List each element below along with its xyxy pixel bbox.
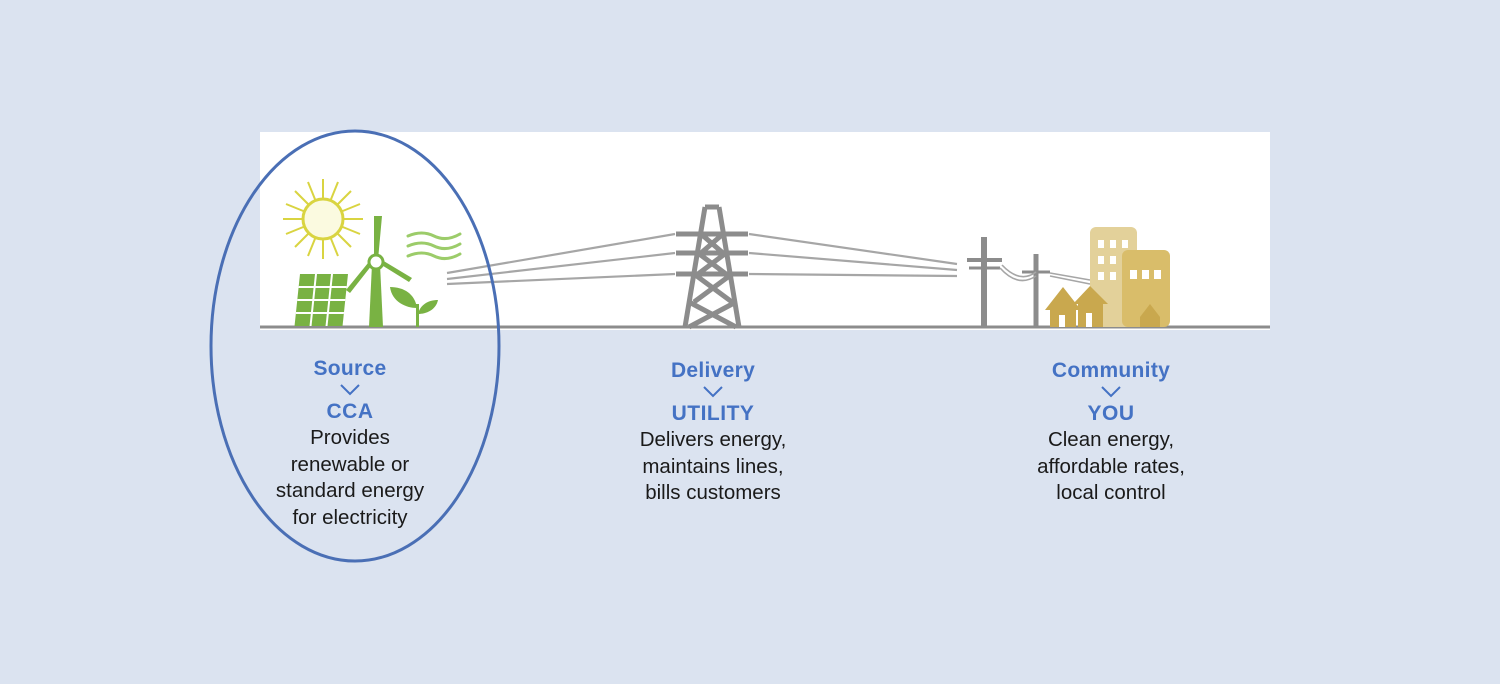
chevron-down-icon bbox=[703, 386, 723, 398]
delivery-description-line: maintains lines, bbox=[642, 454, 784, 478]
solar-panel-icon bbox=[294, 274, 348, 326]
chevron-down-icon bbox=[1101, 386, 1121, 398]
delivery-column: Delivery UTILITY Delivers energy, mainta… bbox=[573, 359, 853, 506]
sun-icon bbox=[283, 179, 363, 259]
power-lines-right bbox=[748, 232, 958, 278]
source-heading: Source bbox=[313, 357, 387, 380]
community-description-line: local control bbox=[1056, 481, 1166, 504]
community-column: Community YOU Clean energy, affordable r… bbox=[971, 359, 1251, 506]
community-role: YOU bbox=[1087, 402, 1135, 425]
delivery-heading: Delivery bbox=[670, 359, 756, 382]
community-description-line: affordable rates, bbox=[1037, 454, 1185, 478]
community-description-line: Clean energy, bbox=[1047, 428, 1175, 451]
source-description-line: standard energy bbox=[275, 479, 425, 502]
delivery-description-line: bills customers bbox=[645, 481, 781, 504]
power-lines-left bbox=[446, 232, 676, 286]
source-role: CCA bbox=[326, 400, 374, 423]
chevron-down-icon bbox=[340, 384, 360, 396]
source-description-line: Provides bbox=[310, 426, 390, 449]
source-description-line: renewable or bbox=[290, 452, 410, 476]
energy-flow-illustration bbox=[260, 179, 1270, 330]
source-column: Source CCA Provides renewable or standar… bbox=[210, 357, 490, 530]
sprout-icon bbox=[390, 287, 438, 327]
community-heading: Community bbox=[1051, 359, 1171, 382]
utility-pole-icon bbox=[967, 237, 1091, 327]
source-description-line: for electricity bbox=[292, 505, 408, 529]
delivery-description-line: Delivers energy, bbox=[639, 428, 787, 451]
community-buildings-icon bbox=[1045, 227, 1170, 327]
illustration-banner bbox=[260, 132, 1270, 330]
delivery-role: UTILITY bbox=[671, 402, 755, 425]
wind-icon bbox=[406, 231, 462, 261]
transmission-tower-icon bbox=[676, 204, 748, 330]
